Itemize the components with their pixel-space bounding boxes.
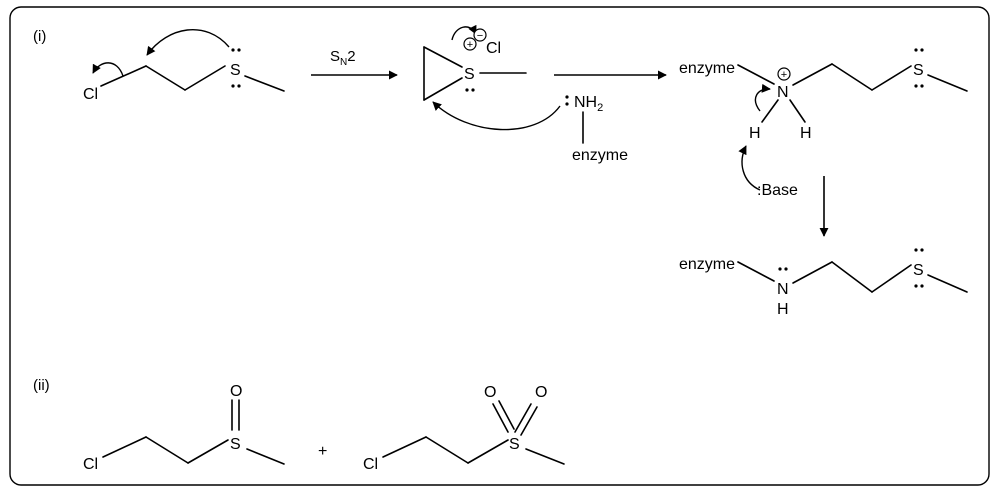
bond-ring-c1-s	[423, 46, 463, 68]
nitrogen-atom: N	[777, 84, 789, 101]
bond-c2-s	[467, 439, 509, 464]
chlorine-atom: Cl	[83, 86, 98, 103]
hydrogen-atom: H	[777, 301, 789, 318]
lone-pair-dot	[465, 88, 469, 92]
lone-pair-dot	[914, 48, 918, 52]
base-deprotonation: :Base	[738, 145, 798, 199]
sulfur-atom: S	[230, 62, 241, 79]
bond-s-ch3	[525, 448, 565, 465]
oxygen-atom: O	[535, 384, 547, 401]
lone-pair-dot	[237, 48, 241, 52]
bond-s-ch3	[927, 74, 968, 92]
oxygen-atom: O	[484, 384, 496, 401]
curly-arrow-c-cl-break	[92, 62, 124, 77]
part-ii-label: (ii)	[33, 377, 50, 394]
scheme-frame	[9, 6, 990, 486]
bond-n-c1	[792, 63, 833, 86]
enzyme-label: enzyme	[679, 60, 735, 77]
nitrogen-atom: N	[777, 281, 789, 298]
bond-n-h-right	[789, 99, 806, 123]
negative-charge-icon	[473, 28, 487, 42]
molecule-sulfone: Cl S O O	[363, 384, 565, 473]
lone-pair-dot	[471, 88, 475, 92]
bond-c1-c2	[831, 261, 873, 293]
enzyme-label: enzyme	[572, 147, 628, 164]
bond-c2-s	[871, 65, 912, 91]
sulfur-atom: S	[464, 66, 475, 83]
curly-arrow-chloride-release	[451, 24, 477, 41]
bond-ring-c2-s	[423, 77, 463, 101]
lone-pair-dot	[778, 267, 782, 271]
bond-c2-s	[187, 439, 229, 464]
molecule-sulfoxide: Cl S O	[83, 383, 285, 473]
lone-pair-dot	[920, 284, 924, 288]
molecule-chloroethyl-methyl-sulfide: Cl S	[83, 28, 285, 103]
molecule-episulfonium-ion: S + − Cl	[423, 24, 527, 101]
bond-c1-c2	[145, 65, 186, 91]
enzyme-label: enzyme	[679, 256, 735, 273]
base-label: :Base	[757, 182, 798, 199]
lone-pair-dot	[565, 102, 569, 106]
hydrogen-atom: H	[749, 125, 761, 142]
bond-cl-c1	[382, 436, 427, 458]
chlorine-atom: Cl	[363, 456, 378, 473]
negative-charge-sign: −	[477, 30, 483, 42]
enzyme-amine-nucleophile: NH2 enzyme	[432, 94, 628, 164]
double-bond-s-o-right	[520, 406, 538, 436]
bond-s-ch3	[246, 448, 285, 465]
lone-pair-dot	[920, 248, 924, 252]
molecule-protonated-adduct: enzyme N + S H H	[679, 48, 968, 142]
positive-charge-icon	[777, 67, 791, 81]
lone-pair-dot	[920, 48, 924, 52]
lone-pair-dot	[914, 248, 918, 252]
double-bond-s-o-right	[514, 403, 532, 433]
bond-s-ch3	[244, 75, 285, 92]
double-bond-s-o-left	[492, 403, 509, 433]
molecule-alkylated-enzyme: enzyme N H S	[679, 248, 968, 318]
chloride-ion: Cl	[486, 40, 501, 57]
positive-charge-icon	[463, 37, 477, 51]
bond-c1-c2	[831, 63, 873, 91]
lone-pair-dot	[784, 267, 788, 271]
lone-pair-dot	[920, 84, 924, 88]
positive-charge-sign: +	[781, 69, 787, 81]
oxygen-atom: O	[230, 383, 242, 400]
chlorine-atom: Cl	[83, 456, 98, 473]
curly-arrow-base-attack	[738, 145, 761, 191]
bond-enzyme-n	[737, 64, 775, 85]
sulfur-atom: S	[913, 262, 924, 279]
lone-pair-dot	[231, 48, 235, 52]
hydrogen-atom: H	[800, 125, 812, 142]
sulfur-atom: S	[230, 436, 241, 453]
bond-n-h-left	[761, 99, 779, 123]
bond-c2-s	[871, 264, 912, 293]
bond-cl-c1	[100, 65, 147, 87]
lone-pair-dot	[565, 95, 569, 99]
part-i-label: (i)	[33, 28, 46, 45]
bond-n-c1	[792, 261, 833, 284]
bond-enzyme-n	[737, 261, 775, 282]
plus-sign: +	[318, 443, 327, 460]
lone-pair-dot	[914, 284, 918, 288]
bond-c1-c2	[145, 436, 189, 464]
curly-arrow-s-attack	[146, 28, 230, 56]
bond-s-ch3	[927, 274, 968, 293]
positive-charge-sign: +	[467, 39, 473, 51]
lone-pair-dot	[237, 84, 241, 88]
amine-group-label: NH2	[574, 94, 603, 114]
bond-cl-c1	[102, 436, 147, 458]
lone-pair-dot	[231, 84, 235, 88]
curly-arrow-nh-bond-to-n	[754, 83, 771, 112]
double-bond-s-o-left	[498, 400, 515, 430]
bond-c1-c2	[425, 436, 469, 464]
sulfur-atom: S	[913, 62, 924, 79]
sn2-arrow: SN2	[311, 48, 398, 80]
sulfur-atom: S	[509, 436, 520, 453]
bond-c2-s	[184, 65, 226, 91]
sn2-label: SN2	[330, 48, 356, 68]
curly-arrow-amine-attack	[432, 101, 561, 131]
lone-pair-dot	[914, 84, 918, 88]
